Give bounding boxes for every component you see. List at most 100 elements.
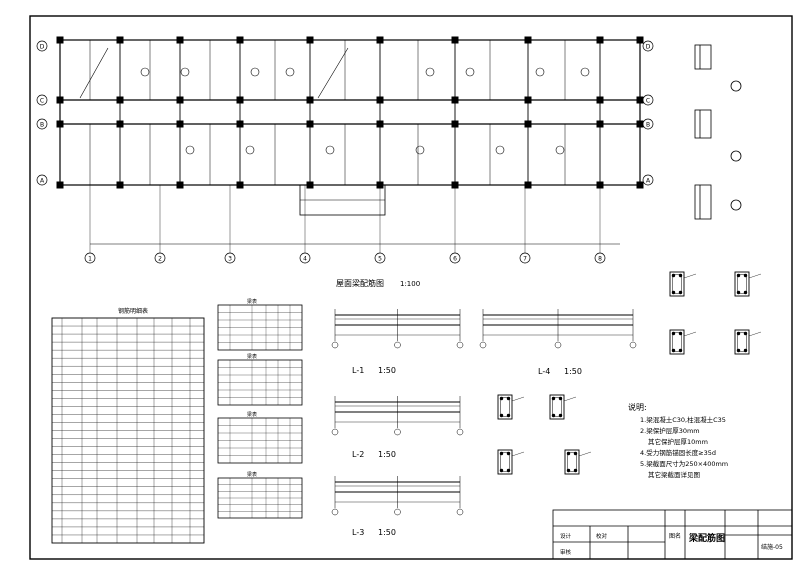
- notes-line: 其它梁截面详见图: [648, 470, 700, 479]
- beam-elevations: [331, 309, 637, 516]
- title-design-label: 设计: [560, 532, 572, 540]
- column-mark: [524, 181, 532, 189]
- room-tag: [325, 145, 335, 155]
- section-rebar: [678, 331, 683, 336]
- section-rebar: [743, 348, 748, 353]
- room-tag: [415, 145, 425, 155]
- title-check-label: 校对: [596, 532, 608, 540]
- row-axis-bubble: [642, 94, 654, 106]
- beam-l1-axis: [456, 341, 464, 349]
- beam-l2-label: L-2: [352, 450, 364, 459]
- column-mark: [176, 181, 184, 189]
- section-leader: [563, 396, 577, 402]
- room-tag: [185, 145, 195, 155]
- section-rebar: [499, 468, 504, 473]
- col-axis-label: 8: [598, 256, 602, 263]
- notes-line: 1.梁混凝土C30,柱混凝土C35: [640, 415, 726, 424]
- section-stirrup: [500, 452, 510, 472]
- room-tag: [140, 67, 150, 77]
- room-tag: [465, 67, 475, 77]
- section-rebar: [499, 451, 504, 456]
- section-leader: [683, 273, 697, 279]
- col-axis-bubble: [224, 252, 236, 264]
- section-rebar: [678, 348, 683, 353]
- notes-line: 2.梁保护层厚30mm: [640, 426, 700, 435]
- row-axis-bubble: [642, 118, 654, 130]
- row-axis-bubble: [642, 174, 654, 186]
- col-axis-label: 7: [523, 256, 527, 263]
- beam-l3-scale: 1:50: [378, 528, 396, 537]
- row-axis-label: C: [646, 98, 650, 105]
- section-rebar: [736, 290, 741, 295]
- column-mark: [636, 96, 644, 104]
- column-mark: [596, 120, 604, 128]
- column-mark: [116, 96, 124, 104]
- notes-line: 5.梁截面尺寸为250×400mm: [640, 459, 728, 468]
- col-axis-bubble: [374, 252, 386, 264]
- col-axis-label: 1: [88, 256, 92, 263]
- room-tag: [250, 67, 260, 77]
- beam-l1-scale: 1:50: [378, 366, 396, 375]
- section-leader: [683, 331, 697, 337]
- section-details-top-right: [694, 44, 742, 220]
- section-rebar: [506, 468, 511, 473]
- column-mark: [451, 36, 459, 44]
- column-mark: [116, 120, 124, 128]
- beam-l2-scale: 1:50: [378, 450, 396, 459]
- beam-l3-axis: [456, 508, 464, 516]
- section-rebar: [671, 331, 676, 336]
- beam-l4-axis: [479, 341, 487, 349]
- col-axis-label: 2: [158, 256, 162, 263]
- row-axis-label: A: [40, 178, 45, 185]
- beam-l1-axis: [394, 341, 401, 349]
- title-drawing-label: 图名: [669, 532, 681, 540]
- small-table-title: 梁表: [247, 298, 257, 305]
- section-stirrup: [672, 332, 682, 352]
- section-outline: [497, 394, 513, 420]
- section-leader: [748, 273, 762, 279]
- section-rebar: [743, 273, 748, 278]
- row-axis-label: C: [40, 98, 44, 105]
- plan-outline: [59, 39, 641, 186]
- col-axis-bubble: [299, 252, 311, 264]
- column-mark: [176, 96, 184, 104]
- room-tag: [535, 67, 545, 77]
- col-axis-label: 3: [228, 256, 232, 263]
- column-mark: [236, 120, 244, 128]
- column-mark: [236, 36, 244, 44]
- section-rebar: [671, 348, 676, 353]
- row-axis-bubble: [36, 94, 48, 106]
- column-mark: [56, 36, 64, 44]
- column-mark: [116, 36, 124, 44]
- col-axis-bubble: [154, 252, 166, 264]
- small-table-title: 梁表: [247, 471, 257, 478]
- section-rebar: [736, 273, 741, 278]
- col-axis-label: 5: [378, 256, 382, 263]
- notes-line: 其它保护层厚10mm: [648, 437, 708, 446]
- column-mark: [56, 96, 64, 104]
- section-rebar: [551, 396, 556, 401]
- row-axis-label: B: [646, 122, 650, 129]
- beam-l2-axis: [331, 428, 339, 436]
- column-mark: [236, 181, 244, 189]
- column-mark: [376, 36, 384, 44]
- section-stirrup: [567, 452, 577, 472]
- section-stirrup: [737, 274, 747, 294]
- col-axis-bubble: [519, 252, 531, 264]
- beam-l3-axis: [331, 508, 339, 516]
- plan-scale: 1:100: [400, 280, 420, 288]
- section-rebar: [566, 451, 571, 456]
- small-table-title: 梁表: [247, 353, 257, 360]
- section-stirrup: [500, 397, 510, 417]
- col-axis-bubble: [84, 252, 96, 264]
- room-tag: [285, 67, 295, 77]
- room-tag: [555, 145, 565, 155]
- section-rebar: [671, 273, 676, 278]
- room-tag: [245, 145, 255, 155]
- section-outline: [734, 271, 750, 297]
- column-mark: [306, 120, 314, 128]
- section-rebar: [736, 348, 741, 353]
- room-tag: [425, 67, 435, 77]
